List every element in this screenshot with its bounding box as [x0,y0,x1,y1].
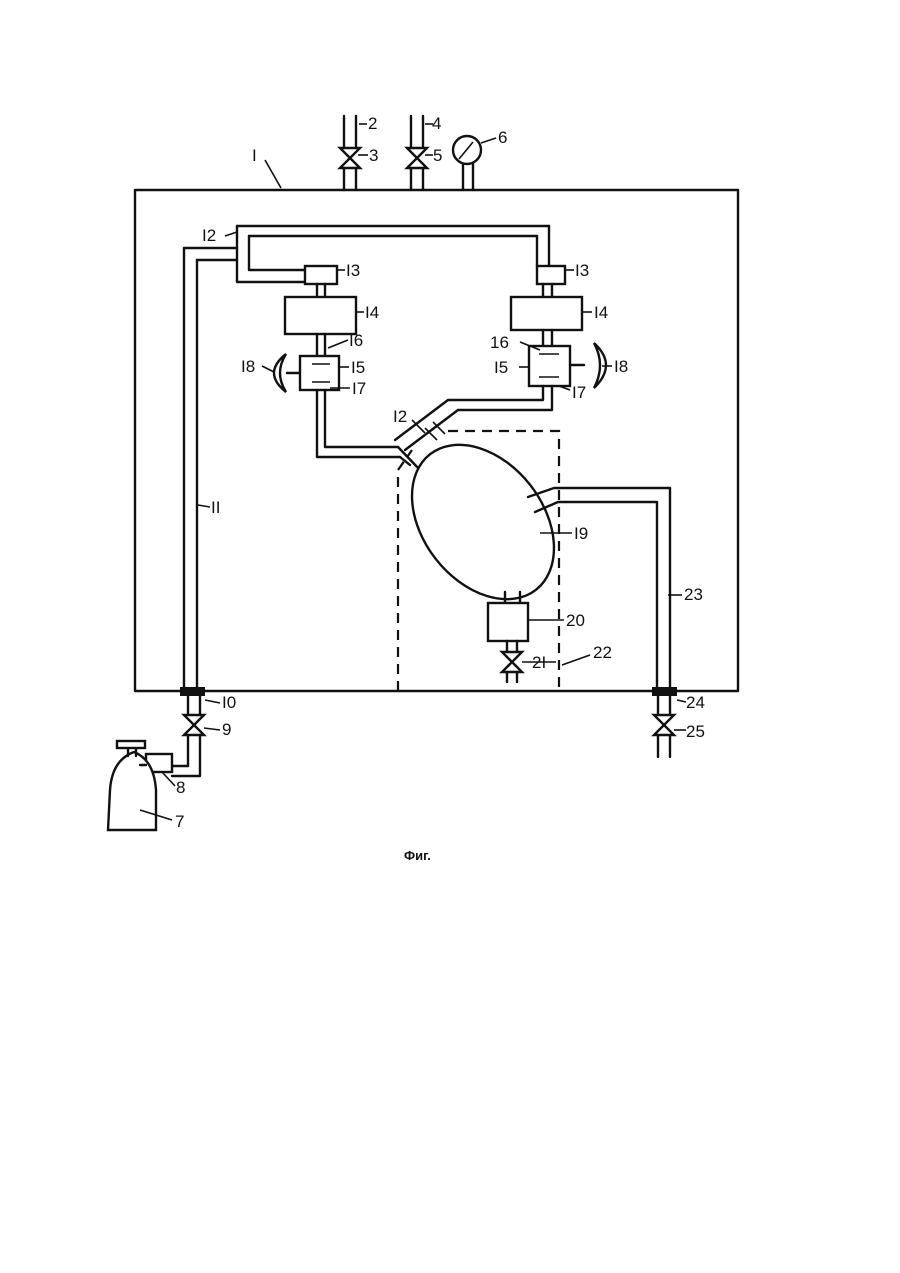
label-4: 4 [432,114,441,133]
label-14-left: I4 [365,303,379,322]
flange-24 [652,687,677,696]
label-13-right: I3 [575,261,589,280]
label-17-right: I7 [572,383,586,402]
gas-supply-line [172,696,204,776]
figure-caption: Фиг. [404,848,431,863]
label-24: 24 [686,693,705,712]
inlet-pipe-4 [407,116,427,190]
label-15-left: I5 [351,358,365,377]
flange-10 [180,687,205,696]
label-23: 23 [684,585,703,604]
label-7: 7 [175,812,184,831]
pipe-11 [184,248,237,691]
label-8: 8 [176,778,185,797]
label-1: I [252,146,257,165]
label-14-right: I4 [594,303,608,322]
label-18-left: I8 [241,357,255,376]
label-20: 20 [566,611,585,630]
label-12-bottom: I2 [393,407,407,426]
label-9: 9 [222,720,231,739]
label-16-right: 16 [490,333,509,352]
label-5: 5 [433,146,442,165]
vessel-19 [383,417,583,626]
label-11: II [211,498,220,517]
label-17-left: I7 [352,379,366,398]
label-3: 3 [369,146,378,165]
label-13-left: I3 [346,261,360,280]
valve-21 [502,652,522,682]
label-22: 22 [593,643,612,662]
filter-20 [488,592,528,652]
label-21: 2I [532,653,546,672]
label-10: I0 [222,693,236,712]
valve-25 [654,696,674,757]
label-25: 25 [686,722,705,741]
manometer-gauge [453,136,481,190]
manifold-pipe-12-top [237,226,549,282]
label-19: I9 [574,524,588,543]
label-18-right: I8 [614,357,628,376]
label-16-left: I6 [349,331,363,350]
inlet-pipe-2 [340,116,360,190]
label-15-right: I5 [494,358,508,377]
label-12-top: I2 [202,226,216,245]
label-2: 2 [368,114,377,133]
left-dosing-assembly [274,266,400,457]
leader-lines [140,124,686,820]
label-6: 6 [498,128,507,147]
